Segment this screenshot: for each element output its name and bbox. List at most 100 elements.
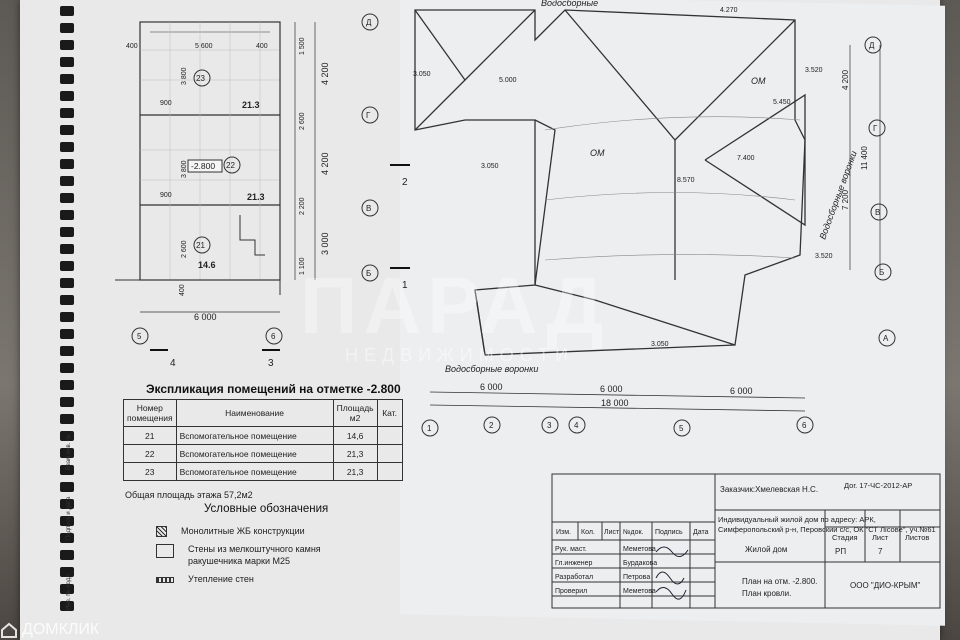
- width-dim: 6 000: [194, 312, 217, 322]
- binding-ring: [60, 312, 74, 322]
- roof-plan: Водосборные Водосборные воронки Водосбор…: [413, 0, 896, 437]
- header-name: Наименование: [175, 399, 334, 427]
- watermark-main: ПАРАД: [300, 261, 610, 350]
- roof-top-label: Водосборные: [541, 0, 598, 8]
- binding-ring: [60, 125, 74, 135]
- room-21-area: 14.6: [198, 260, 216, 270]
- binding-ring: [60, 295, 74, 305]
- stamp-contract: Дог. 17-ЧС-2012-АР: [844, 481, 912, 490]
- binding-ring: [60, 74, 74, 84]
- section-mark-4: 4: [170, 358, 176, 369]
- dim-3800-a: 3 800: [181, 67, 188, 85]
- binding-ring: [60, 499, 74, 509]
- stamp-project-line1: Индивидуальный жилой дом по адресу: АРК,: [718, 515, 876, 524]
- legend-item-concrete: Монолитные ЖБ конструкции: [156, 525, 305, 537]
- table-cell: 21,3: [332, 462, 378, 481]
- binding-ring: [60, 601, 74, 611]
- name-1: Меметова: [623, 546, 656, 553]
- stamp-customer: Заказчик:Хмелевская Н.С.: [720, 485, 818, 494]
- table-cell: 14,6: [332, 426, 378, 445]
- sheet-name-1: План на отм. -2.800.: [742, 577, 817, 586]
- header-category: Кат.: [376, 399, 403, 427]
- room-22-area: 21.3: [247, 192, 265, 202]
- binding-ring: [60, 142, 74, 152]
- room-23-number: 23: [196, 74, 205, 83]
- rdim-11400: 11 400: [860, 146, 869, 170]
- empty-swatch-icon: [156, 544, 174, 558]
- roof-axis-b: Б: [879, 268, 884, 277]
- axis-letter-g: Г: [366, 111, 371, 120]
- axis-letter-b: Б: [366, 269, 371, 278]
- total-area: Общая площадь этажа 57,2м2: [125, 490, 253, 500]
- binding-ring: [60, 550, 74, 560]
- sheet-value: 7: [878, 547, 883, 556]
- binding-ring: [60, 414, 74, 424]
- binding-ring: [60, 23, 74, 33]
- table-cell: 21,3: [332, 444, 378, 463]
- binding-ring: [60, 193, 74, 203]
- mark-3050-c: 3.050: [651, 341, 669, 348]
- col-izm: Изм.: [556, 529, 571, 536]
- vdim-2200: 2 200: [299, 197, 306, 215]
- signature-2: [655, 571, 685, 585]
- roof-axis-2: 2: [489, 421, 494, 430]
- binding-ring: [60, 176, 74, 186]
- role-1: Рук. маст.: [555, 546, 587, 553]
- table-row: 22 Вспомогательное помещение 21,3: [123, 444, 403, 463]
- binding-ring: [60, 465, 74, 475]
- domclick-logo: ДОМКЛИК: [0, 620, 99, 640]
- binding-ring: [60, 448, 74, 458]
- binding-ring: [60, 431, 74, 441]
- binding-ring: [60, 6, 74, 16]
- binding-ring: [60, 516, 74, 526]
- section-mark-1: 1: [402, 280, 408, 291]
- dim-400-a: 400: [126, 43, 138, 50]
- vdim-3000: 3 000: [320, 232, 330, 255]
- axis-letter-v: В: [366, 204, 371, 213]
- vdim-4200-b: 4 200: [320, 152, 330, 175]
- rdim-7200: 7 200: [841, 189, 850, 210]
- dim-top-width: 5 600: [195, 43, 213, 50]
- header-number: Номер помещения: [123, 399, 177, 427]
- vdim-2600: 2 600: [299, 112, 306, 130]
- header-area: Площадь м2: [332, 399, 378, 427]
- dim-400-b: 400: [256, 43, 268, 50]
- side-label-inv: Инв. № подл.: [66, 572, 72, 610]
- binding-ring: [60, 329, 74, 339]
- mark-5000: 5.000: [499, 77, 517, 84]
- roof-axis-g: Г: [873, 124, 878, 133]
- section-mark-3: 3: [268, 358, 274, 369]
- dim-400-bottom: 400: [179, 284, 186, 296]
- roof-right-label: Водосборные воронки: [817, 150, 858, 241]
- bdim-1: 6 000: [480, 382, 503, 392]
- table-cell: 21: [123, 426, 177, 445]
- vdim-1500: 1 500: [299, 37, 306, 55]
- bdim-3: 6 000: [730, 386, 753, 396]
- stamp-project-line2: Симферопольский р-н, Перовский с/с, ОК "…: [718, 525, 936, 534]
- legend-label: Стены из мелкоштучного камня ракушечника…: [188, 544, 321, 566]
- room-21-number: 21: [196, 241, 205, 250]
- binding-ring: [60, 533, 74, 543]
- dim-3800-b: 3 800: [181, 160, 188, 178]
- room-23-area: 21.3: [242, 100, 260, 110]
- binding-ring: [60, 380, 74, 390]
- stage-header: Стадия: [832, 533, 858, 542]
- explication-table: Номер помещения Наименование Площадь м2 …: [123, 399, 403, 481]
- rdim-4200: 4 200: [841, 69, 850, 90]
- binding-ring: [60, 244, 74, 254]
- binding-ring: [60, 91, 74, 101]
- binding-ring: [60, 159, 74, 169]
- table-cell: [376, 426, 403, 445]
- binding-ring: [60, 227, 74, 237]
- mark-3050-b: 3.050: [481, 163, 499, 170]
- binding-ring: [60, 261, 74, 271]
- legend-title: Условные обозначения: [204, 503, 329, 515]
- roof-axis-6: 6: [802, 421, 807, 430]
- binding-ring: [60, 397, 74, 407]
- brand-text: ДОМКЛИК: [22, 621, 100, 638]
- binding-ring: [60, 278, 74, 288]
- dim-900-a: 900: [160, 100, 172, 107]
- mark-5450: 5.450: [773, 99, 791, 106]
- roof-axis-4: 4: [574, 421, 579, 430]
- axis-number-6: 6: [271, 332, 276, 341]
